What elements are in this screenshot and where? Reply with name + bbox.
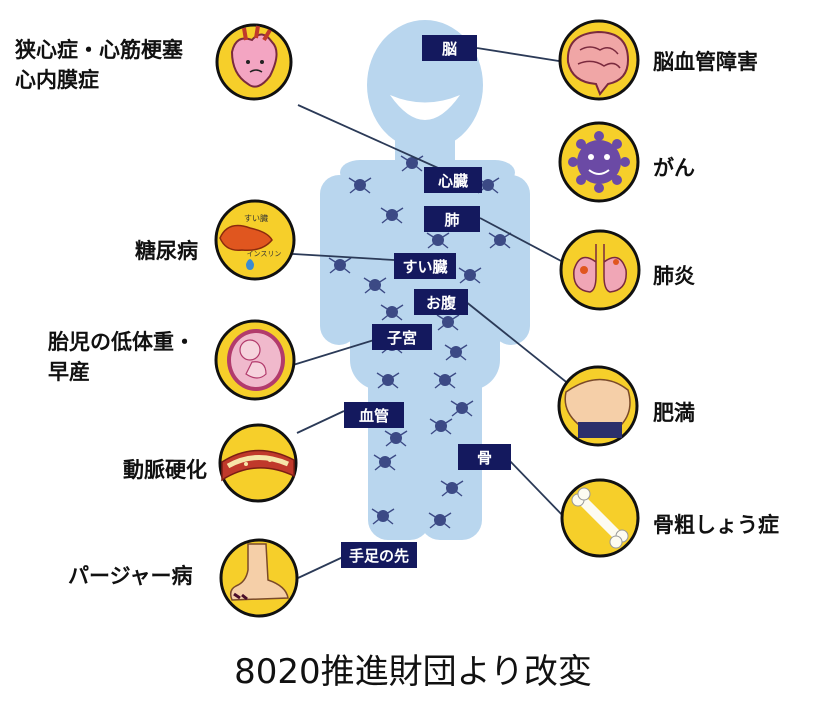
organ-label-pancreas: すい臓 (394, 253, 456, 279)
mouth-shape (390, 95, 460, 120)
bacteria-icon (373, 454, 397, 471)
belly-illustration-icon (557, 365, 639, 447)
connector-lines (276, 47, 581, 579)
bacteria-group (328, 155, 512, 529)
bacteria-icon (429, 418, 453, 435)
bacteria-icon (426, 232, 450, 249)
organ-label-heart: 心臓 (424, 167, 482, 193)
foot-illustration-icon (219, 538, 299, 618)
bone-illustration-icon (560, 478, 640, 558)
disease-label-obesity: 肥満 (653, 401, 695, 425)
organ-labels: 脳 心臓 肺 すい臓 お腹 子宮 血管 骨 (341, 35, 511, 568)
svg-text:すい臓: すい臓 (402, 258, 447, 276)
disease-label-angina: 狭心症・心筋梗塞 心内膜症 (15, 38, 183, 92)
svg-text:脳: 脳 (442, 40, 457, 58)
bacteria-icon (428, 512, 452, 529)
virus-illustration-icon (558, 121, 640, 203)
source-credit: 8020推進財団より改変 (234, 652, 592, 692)
disease-label-cancer: がん (653, 156, 695, 180)
svg-text:肺: 肺 (444, 211, 459, 229)
bacteria-icon (380, 304, 404, 321)
bacteria-icon (440, 480, 464, 497)
bacteria-icon (363, 277, 387, 294)
bacteria-icon (450, 400, 474, 417)
bacteria-icon (371, 508, 395, 525)
bacteria-icon (328, 257, 352, 274)
disease-label-osteoporosis: 骨粗しょう症 (653, 513, 779, 537)
svg-text:お腹: お腹 (426, 294, 457, 312)
svg-text:インスリン: インスリン (247, 250, 282, 258)
disease-label-buergers: パージャー病 (68, 564, 193, 588)
fetus-illustration-icon (214, 319, 296, 401)
artery-illustration-icon (218, 423, 298, 503)
disease-label-stroke: 脳血管障害 (653, 50, 758, 74)
disease-label-diabetes: 糖尿病 (135, 239, 198, 263)
disease-label-low-birth-weight: 胎児の低体重・ 早産 (48, 330, 195, 384)
svg-text:子宮: 子宮 (387, 329, 417, 347)
bacteria-icon (433, 372, 457, 389)
bacteria-icon (458, 267, 482, 284)
organ-label-brain: 脳 (422, 35, 477, 61)
svg-text:骨: 骨 (477, 449, 492, 467)
bacteria-icon (436, 314, 460, 331)
human-silhouette (320, 20, 530, 540)
bacteria-icon (400, 155, 424, 172)
disease-label-arteriosclerosis: 動脈硬化 (123, 458, 207, 482)
organ-label-limbs: 手足の先 (341, 542, 417, 568)
pancreas-illustration-icon: すい臓 インスリン (214, 199, 296, 281)
bacteria-icon (380, 207, 404, 224)
svg-text:手足の先: 手足の先 (349, 547, 409, 565)
organ-label-bone: 骨 (458, 444, 511, 470)
organ-label-vessel: 血管 (344, 402, 404, 428)
organ-label-belly: お腹 (414, 289, 468, 315)
bacteria-icon (348, 177, 372, 194)
lungs-illustration-icon (559, 229, 641, 311)
heart-illustration-icon (215, 23, 293, 101)
bacteria-icon (384, 430, 408, 447)
svg-text:心臓: 心臓 (438, 172, 468, 190)
bacteria-icon (488, 232, 512, 249)
bacteria-icon (376, 372, 400, 389)
organ-label-lung: 肺 (424, 206, 480, 232)
brain-illustration-icon (558, 19, 640, 101)
svg-text:すい臓: すい臓 (244, 213, 268, 223)
bacteria-icon (444, 344, 468, 361)
disease-label-pneumonia: 肺炎 (653, 264, 695, 288)
svg-text:血管: 血管 (359, 407, 389, 425)
organ-label-uterus: 子宮 (372, 324, 432, 350)
